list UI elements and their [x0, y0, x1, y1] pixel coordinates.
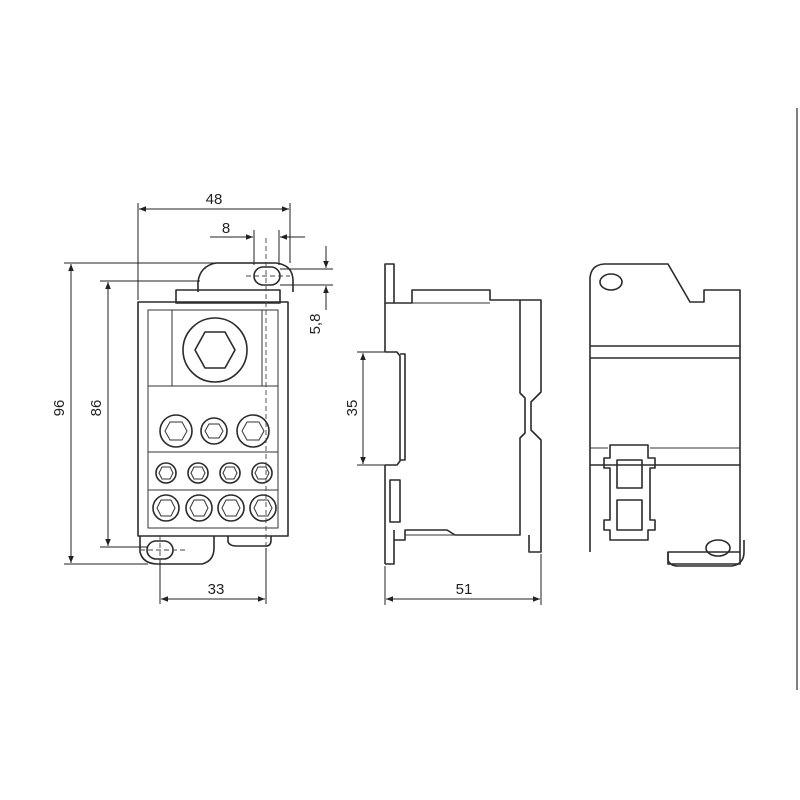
side-view: [384, 263, 542, 565]
side-clip: [389, 479, 401, 523]
front-body-inner: [147, 309, 279, 529]
dim-35: 35: [344, 400, 361, 417]
front-dimensions: 48 8 96 86 5,8 33: [51, 191, 333, 604]
bottom-terminals: [152, 494, 277, 522]
dim-51: 51: [456, 581, 473, 598]
front-bottom-clip: [227, 536, 272, 547]
dim-5-8: 5,8: [307, 314, 324, 335]
front-view: [137, 238, 294, 575]
front-cap-strip: [175, 289, 281, 304]
back-bottom-slot: [705, 539, 731, 557]
back-top-slot: [599, 273, 623, 291]
dim-8: 8: [222, 220, 230, 237]
dim-96: 96: [51, 400, 68, 417]
front-bottom-tab: [139, 536, 215, 565]
dim-86: 86: [88, 400, 105, 417]
medium-terminals: [159, 414, 270, 448]
back-view: [589, 263, 745, 567]
dim-33: 33: [208, 581, 225, 598]
back-rail-clip: [603, 444, 656, 541]
dim-48: 48: [206, 191, 223, 208]
side-dimensions: 35 51: [344, 351, 542, 605]
front-body: [137, 301, 289, 537]
main-hex-terminal: [182, 317, 248, 383]
small-terminals: [155, 462, 273, 484]
